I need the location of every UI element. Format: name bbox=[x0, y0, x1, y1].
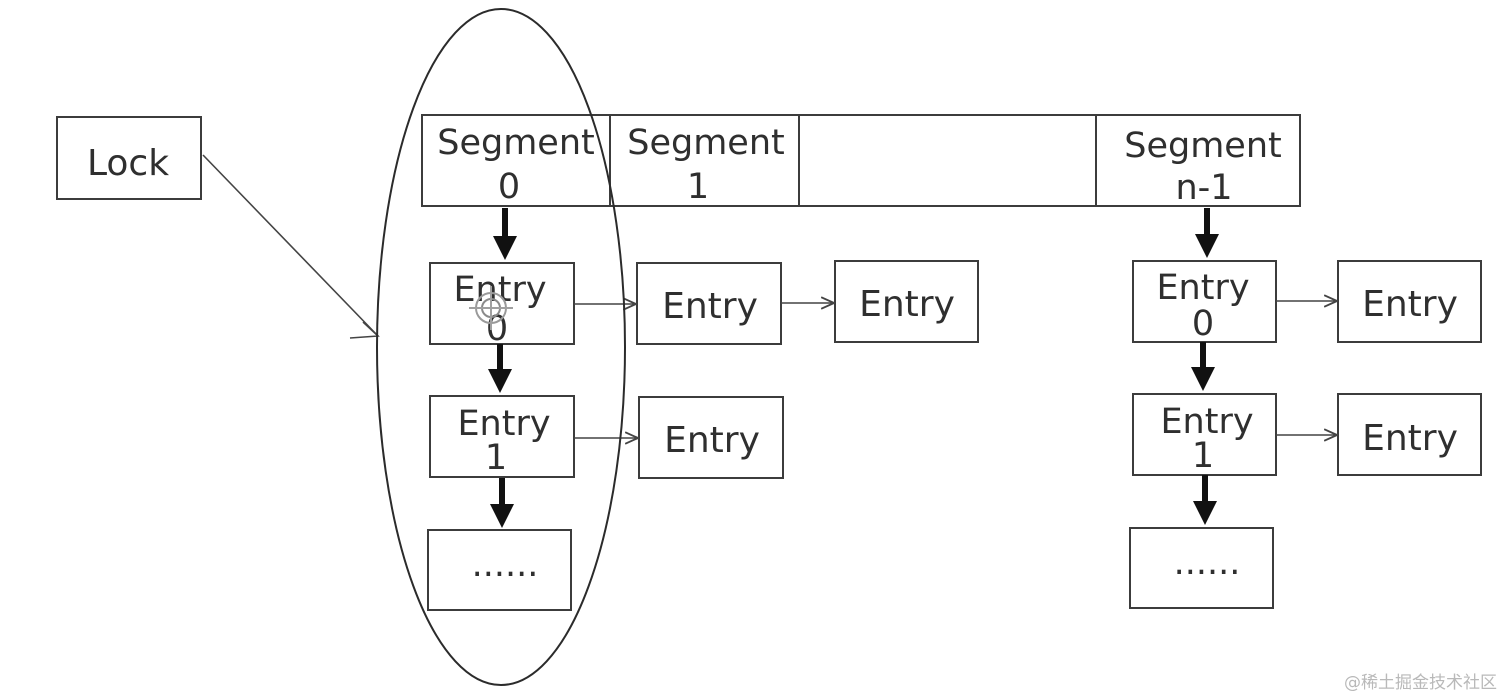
left-more: ...... bbox=[427, 529, 572, 611]
right-entry-1-next-1-label: Entry bbox=[1362, 418, 1458, 459]
segment-cell-1: Segment 1 bbox=[627, 123, 785, 207]
right-entry-0: Entry 0 bbox=[1132, 260, 1277, 344]
lock-to-segment-arrow bbox=[202, 154, 380, 339]
right-entry-0-next-1-label: Entry bbox=[1362, 284, 1458, 325]
right-entry-0-name: Entry bbox=[1156, 268, 1249, 308]
left-entry-1-index: 1 bbox=[485, 438, 507, 478]
left-entry-1-name: Entry bbox=[457, 404, 550, 444]
left-more-label: ...... bbox=[472, 545, 539, 585]
right-entry-1-next-1: Entry bbox=[1337, 393, 1482, 476]
segment-cell-0: Segment 0 bbox=[437, 123, 595, 207]
right-entry-1-index: 1 bbox=[1192, 436, 1214, 476]
right-entry-1-name: Entry bbox=[1160, 402, 1253, 442]
segment-1-name: Segment bbox=[627, 123, 785, 163]
segment-last-name: Segment bbox=[1124, 126, 1282, 166]
left-entry-0: Entry 0 bbox=[429, 262, 575, 349]
left-entry-0-next-2: Entry bbox=[834, 260, 979, 343]
segment-0-highlight-ellipse bbox=[376, 8, 626, 686]
left-entry-0-next-2-label: Entry bbox=[859, 284, 955, 325]
right-entry-0-index: 0 bbox=[1192, 304, 1214, 344]
watermark-label: @稀土掘金技术社区 bbox=[1344, 673, 1497, 693]
segment-0-index: 0 bbox=[498, 167, 520, 207]
right-more-label: ...... bbox=[1174, 543, 1241, 583]
lock-label: Lock bbox=[87, 143, 169, 184]
right-entry-0-next-1: Entry bbox=[1337, 260, 1482, 343]
right-entry-1: Entry 1 bbox=[1132, 393, 1277, 476]
left-entry-1: Entry 1 bbox=[429, 395, 575, 478]
segment-1-index: 1 bbox=[687, 167, 709, 207]
move-cursor-icon bbox=[469, 286, 513, 330]
left-entry-0-next-1-label: Entry bbox=[662, 286, 758, 327]
left-entry-1-next-1: Entry bbox=[638, 396, 784, 479]
segment-cell-last: Segment n-1 bbox=[1124, 126, 1282, 208]
left-entry-0-name: Entry bbox=[453, 270, 546, 310]
lock-node: Lock bbox=[56, 116, 202, 200]
left-entry-0-next-1: Entry bbox=[636, 262, 782, 345]
left-entry-1-next-1-label: Entry bbox=[664, 420, 760, 461]
right-more: ...... bbox=[1129, 527, 1274, 609]
segment-0-name: Segment bbox=[437, 123, 595, 163]
segment-last-index: n-1 bbox=[1175, 168, 1232, 208]
segment-array: Segment 0 Segment 1 Segment n-1 bbox=[421, 114, 1301, 208]
